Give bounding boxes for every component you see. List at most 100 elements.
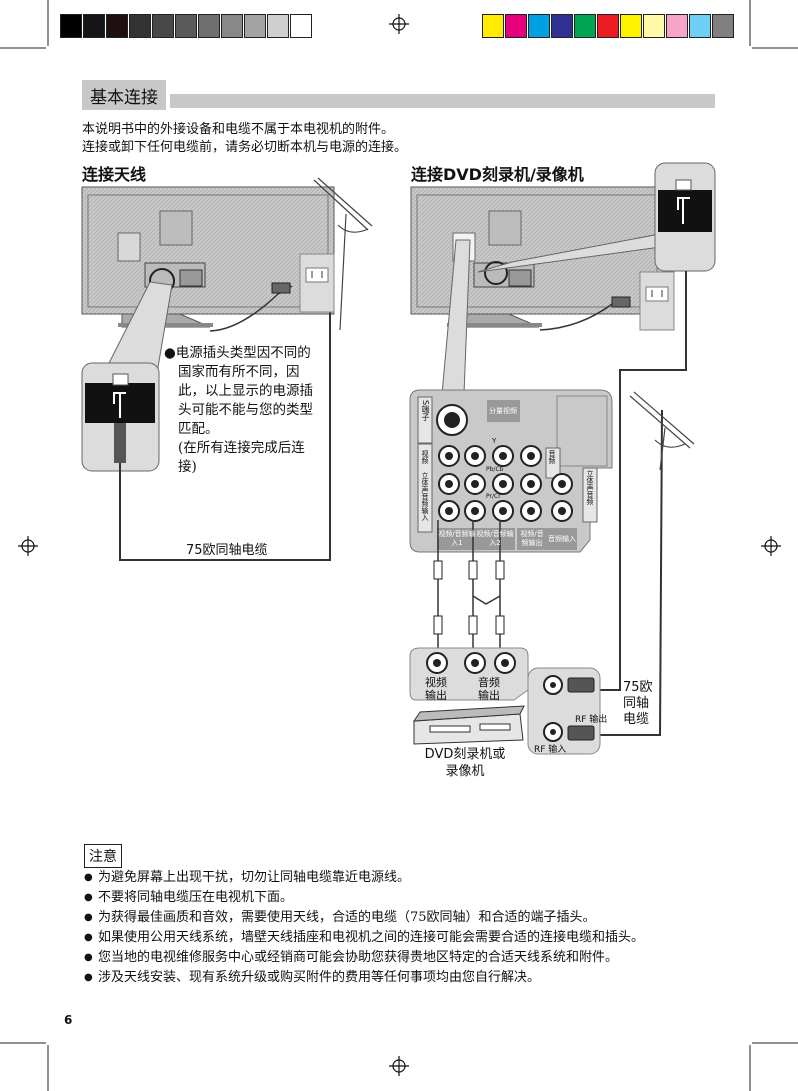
rca-jack-center (527, 507, 535, 515)
rca-plug (433, 615, 443, 635)
calibration-swatch (267, 14, 289, 38)
audio-out-label: 音频输出 (478, 676, 500, 702)
svg-text:RF 输出: RF 输出 (575, 713, 607, 725)
calibration-swatch (83, 14, 105, 38)
intro-line-2: 连接或卸下任何电缆前，请务必切断本机与电源的连接。 (82, 140, 408, 155)
video-in1-label: 视频/音频输入1 (438, 530, 476, 547)
tv-back-left (81, 186, 335, 328)
rca-plug (468, 560, 478, 580)
rca-plug (495, 615, 505, 635)
right-heading: 连接DVD刻录机/录像机 (411, 165, 584, 184)
intro-line-1: 本说明书中的外接设备和电缆不属于本电视机的附件。 (82, 122, 395, 137)
calibration-swatch (198, 14, 220, 38)
connection-diagram: RF 输出 (81, 162, 716, 755)
power-note-line: 接) (178, 459, 197, 475)
antenna-jack-callout-right (484, 261, 508, 285)
coax-cable-antenna-to-rfin (594, 409, 663, 736)
antenna-right-icon (629, 391, 695, 471)
caution-item: 涉及天线安装、现有系统升级或购买附件的费用等任何事项均由您自行解决。 (84, 968, 704, 988)
calibration-swatch (175, 14, 197, 38)
registration-mark-top (389, 14, 409, 34)
rca-jack-center (445, 480, 453, 488)
left-heading: 连接天线 (82, 165, 147, 184)
audio-lr-label: 立体声音频输入 (421, 472, 429, 521)
video-label: 视频 (421, 450, 429, 464)
y-label: Y (492, 437, 497, 445)
rca-jack-center (471, 452, 479, 460)
audio-label: 音频 (548, 450, 556, 464)
rca-jack-center (471, 480, 479, 488)
rca-jack-center (558, 507, 566, 515)
calibration-swatch (712, 14, 734, 38)
rca-jack-center (499, 507, 507, 515)
rca-jack-center (471, 507, 479, 515)
device-label: DVD刻录机或录像机 (424, 747, 506, 779)
power-plug-left (271, 282, 291, 294)
section-header-bar (82, 94, 715, 108)
caution-item: 如果使用公用天线系统，墙壁天线插座和电视机之间的连接可能会需要合适的连接电缆和插… (84, 928, 704, 948)
calibration-swatch (129, 14, 151, 38)
power-note-line: 此，以上显示的电源插 (178, 383, 313, 399)
rca-plug (495, 560, 505, 580)
wall-outlet-left (299, 253, 335, 313)
power-note-line: ●电源插头类型因不同的 (164, 345, 311, 361)
calibration-swatch (551, 14, 573, 38)
antenna-left-icon (313, 177, 373, 331)
caution-title: 注意 (84, 844, 122, 868)
calibration-swatch (244, 14, 266, 38)
rca-jack-center (527, 480, 535, 488)
power-note-line: 国家而有所不同，因 (178, 364, 300, 380)
coax-cable-tv-to-rfout (594, 271, 687, 691)
calibration-swatch (643, 14, 665, 38)
power-note-line: 头可能不能与您的类型 (178, 402, 313, 418)
registration-mark-left (18, 536, 38, 556)
calibration-swatch (505, 14, 527, 38)
rf-in-label: RF 输入 (534, 745, 567, 755)
registration-mark-right (761, 536, 781, 556)
calibration-swatch (221, 14, 243, 38)
calibration-swatch (620, 14, 642, 38)
prcr-label: Pr/Cr (486, 493, 501, 500)
rca-plug (433, 560, 443, 580)
pbcb-label: Pb/Cb (486, 466, 504, 473)
video-out-label: 视频输出 (425, 676, 447, 702)
caution-item: 您当地的电视维修服务中心或经销商可能会协助您获得贵地区特定的合适天线系统和附件。 (84, 948, 704, 968)
caution-list: 为避免屏幕上出现干扰，切勿让同轴电缆靠近电源线。 不要将同轴电缆压在电视机下面。… (84, 868, 704, 988)
rca-jack-center (445, 452, 453, 460)
rca-jack-center (445, 507, 453, 515)
calibration-swatch (60, 14, 82, 38)
rf-out-label: RF 输出 (575, 713, 607, 725)
rca-plug (468, 615, 478, 635)
s-terminal-label: S端子 (421, 400, 430, 422)
rca-jack-center (527, 452, 535, 460)
calibration-swatch (597, 14, 619, 38)
caution-item: 为避免屏幕上出现干扰，切勿让同轴电缆靠近电源线。 (84, 868, 704, 888)
cable-label-left: 75欧同轴电缆 (186, 543, 268, 558)
coax-label-right: 75欧同轴电缆 (623, 680, 653, 727)
section-title: 基本连接 (82, 80, 170, 110)
caution-item: 为获得最佳画质和音效，需要使用天线，合适的电缆（75欧同轴）和合适的端子插头。 (84, 908, 704, 928)
component-label: 分量视频 (489, 407, 517, 415)
calibration-swatch (482, 14, 504, 38)
coax-cable-left (119, 262, 331, 561)
rca-jack-center (499, 452, 507, 460)
calibration-swatch (574, 14, 596, 38)
registration-mark-bottom (389, 1056, 409, 1076)
calibration-swatch (666, 14, 688, 38)
rca-jack-center (499, 480, 507, 488)
audio-in-label: 音频输入 (548, 535, 576, 543)
av-jack-panel (409, 389, 613, 553)
power-note-line: 匹配。 (178, 421, 219, 437)
power-note-line: (在所有连接完成后连 (178, 440, 305, 456)
video-audio-out-label: 视频/音频输出 (520, 530, 544, 547)
video-in2-label: 视频/音频输入2 (476, 530, 514, 547)
stereo-audio-label: 立体声音频 (586, 470, 594, 505)
calibration-swatch (152, 14, 174, 38)
caution-item: 不要将同轴电缆压在电视机下面。 (84, 888, 704, 908)
rca-jack-center (558, 480, 566, 488)
dvd-recorder-icon (413, 705, 525, 745)
calibration-swatch (106, 14, 128, 38)
power-plug-right (611, 296, 631, 308)
power-note: ●电源插头类型因不同的 国家而有所不同，因 此，以上显示的电源插 头可能不能与您… (164, 344, 334, 477)
